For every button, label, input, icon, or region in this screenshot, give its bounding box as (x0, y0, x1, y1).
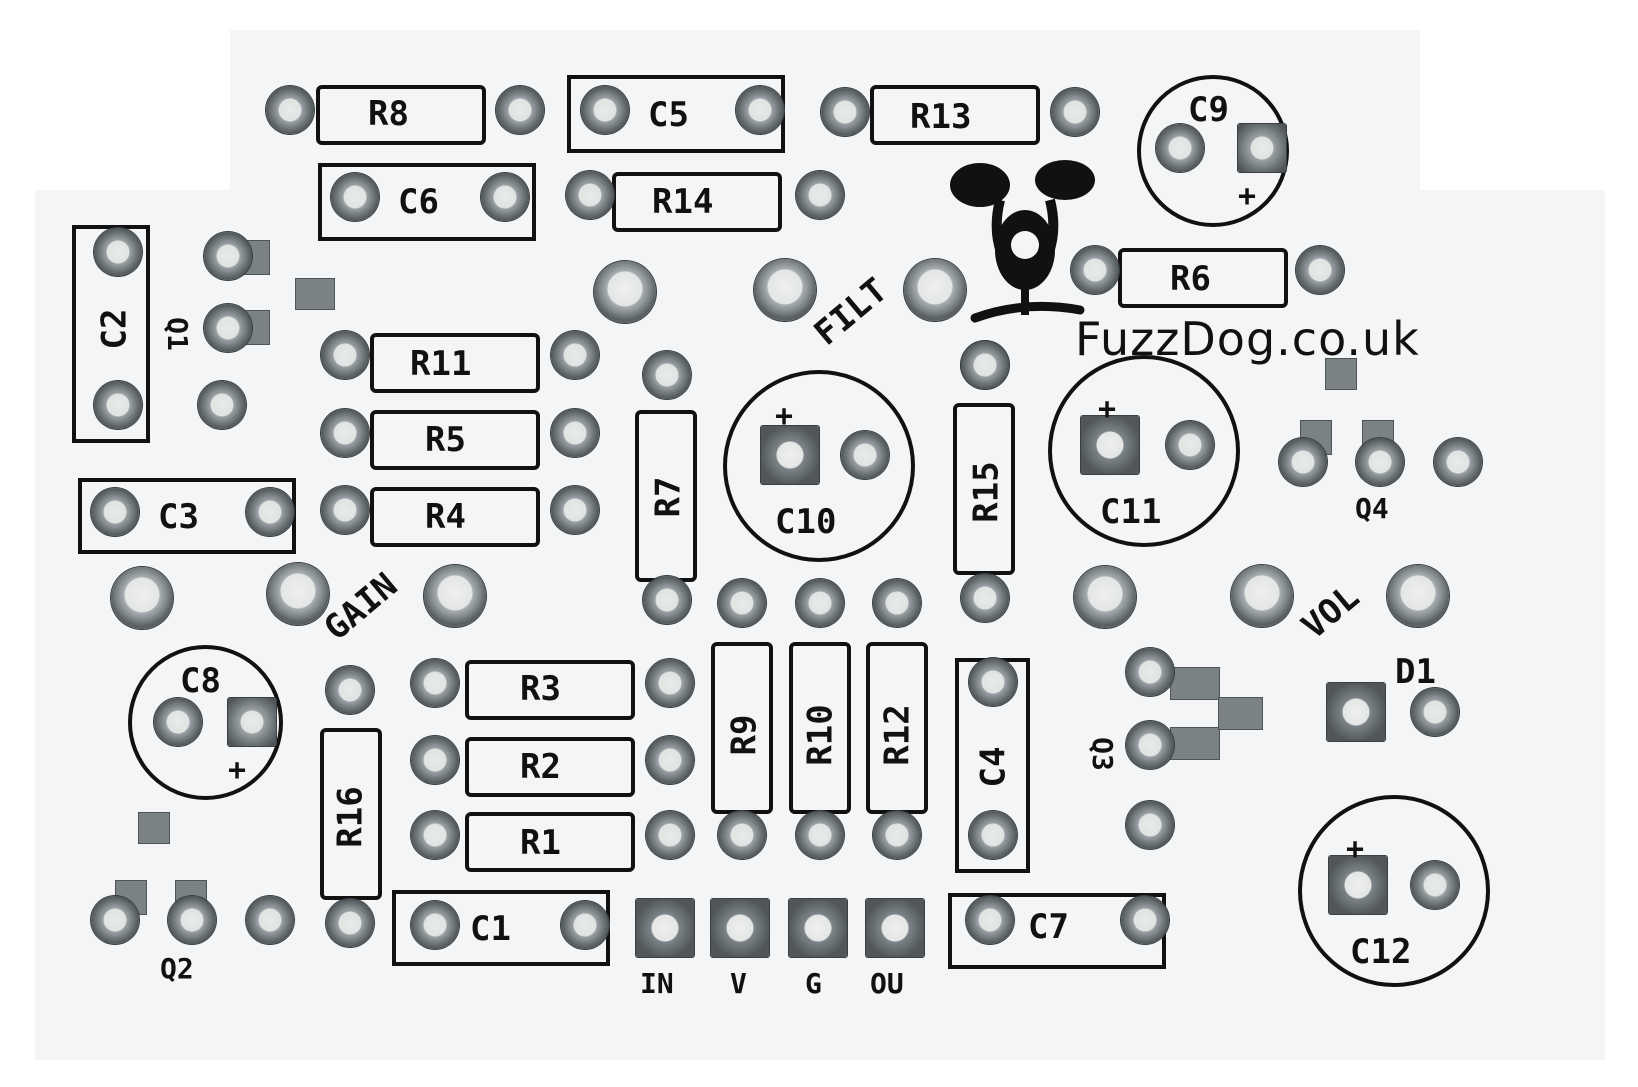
polarity-plus-icon: + (228, 753, 247, 788)
fuzzdog-logo-icon (950, 160, 1095, 323)
polarity-plus-icon: + (1238, 179, 1257, 214)
polarity-plus-icon: + (1346, 832, 1365, 867)
via-pad (961, 341, 1009, 389)
polarity-plus-icon: + (1098, 392, 1117, 427)
polarity-plus-icon: + (775, 399, 794, 434)
